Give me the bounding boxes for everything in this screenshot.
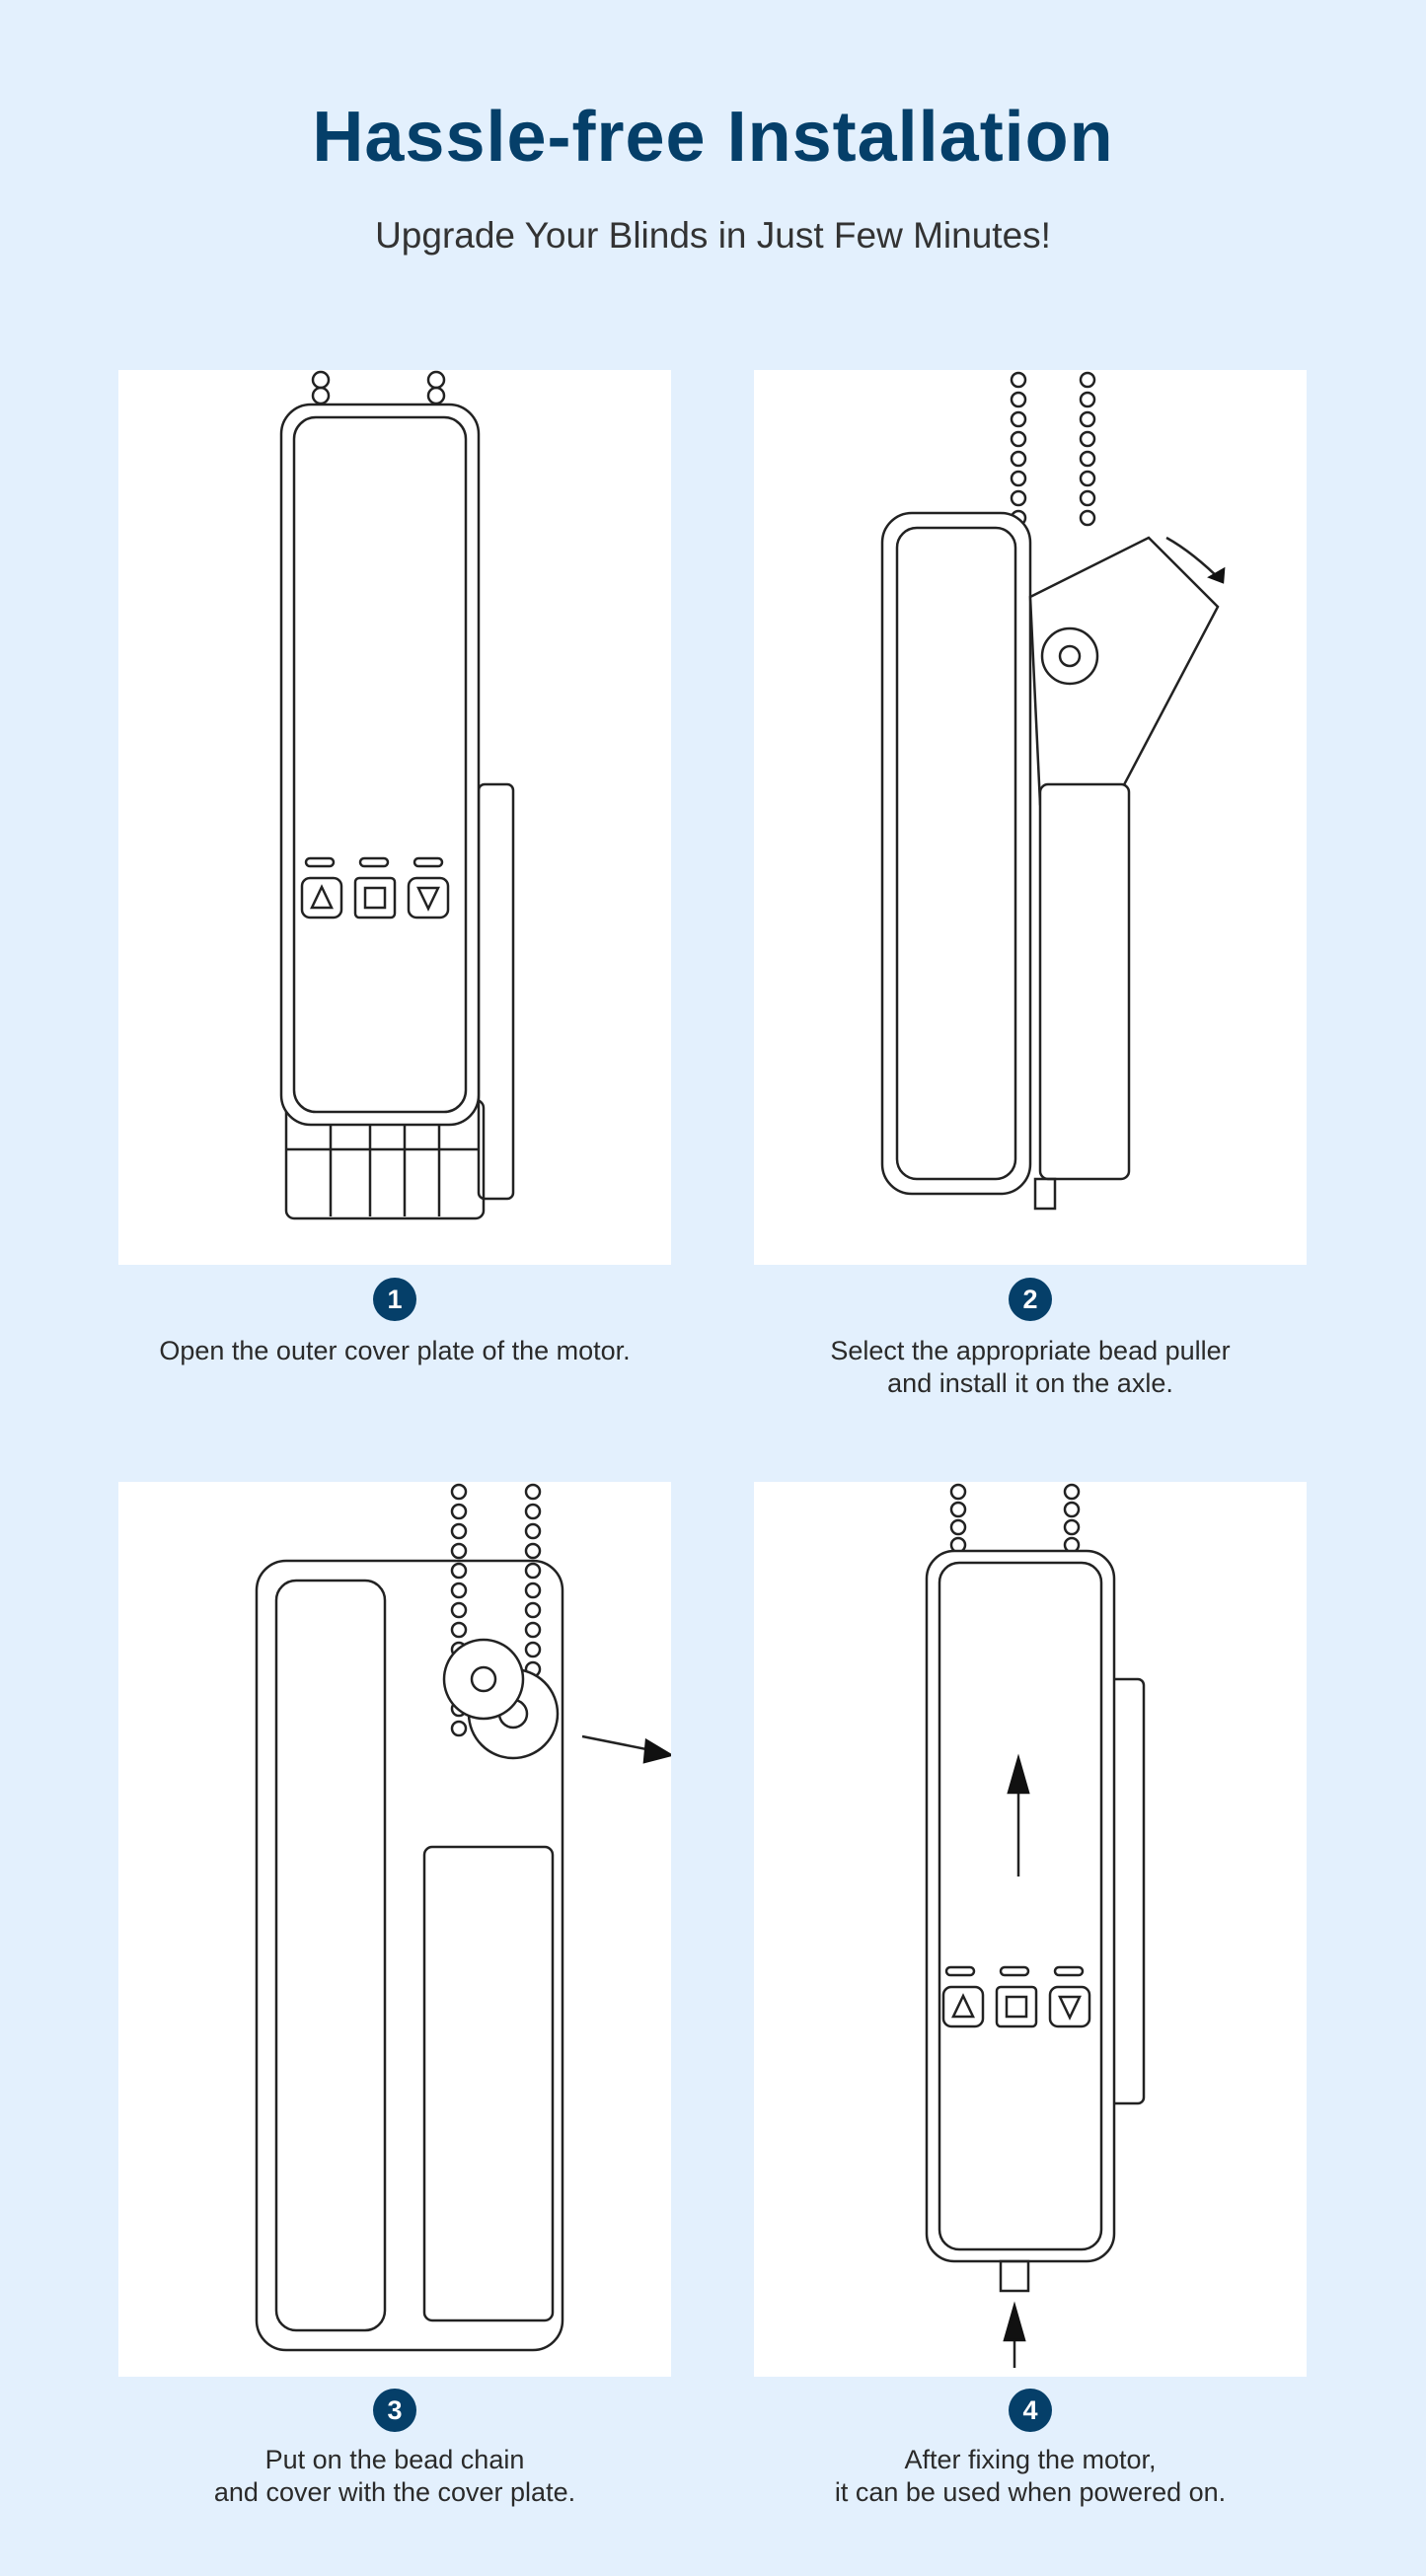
caption-line: Put on the bead chain: [264, 2445, 525, 2474]
step-4-caption: After fixing the motor, it can be used wh…: [724, 2444, 1336, 2509]
caption-line: it can be used when powered on.: [834, 2477, 1227, 2507]
step-3-number-badge: 3: [373, 2389, 416, 2432]
page-subtitle: Upgrade Your Blinds in Just Few Minutes!: [375, 215, 1051, 256]
caption-line: and cover with the cover plate.: [213, 2477, 576, 2507]
caption-line: Select the appropriate bead puller: [830, 1336, 1231, 1365]
step-2-number-badge: 2: [1009, 1278, 1052, 1321]
bead-chain-icon: [949, 1483, 1081, 1554]
step-1-number-badge: 1: [373, 1278, 416, 1321]
bead-chain-icon: [1010, 371, 1096, 527]
caption-line: and install it on the axle.: [887, 1368, 1173, 1398]
page-title: Hassle-free Installation: [312, 98, 1114, 177]
control-buttons-icon: [300, 856, 450, 920]
step-4-illustration: [754, 1482, 1307, 2377]
step-2-caption: Select the appropriate bead puller and in…: [724, 1335, 1336, 1400]
step-1-caption: Open the outer cover plate of the motor.: [89, 1335, 701, 1367]
step-3-caption: Put on the bead chain and cover with the …: [89, 2444, 701, 2509]
caption-line: Open the outer cover plate of the motor.: [159, 1336, 631, 1365]
step-2-illustration: [754, 370, 1307, 1265]
step-3-illustration: [118, 1482, 671, 2377]
step-1-illustration: [118, 370, 671, 1265]
control-buttons-icon: [941, 1965, 1091, 2028]
step-4-number-badge: 4: [1009, 2389, 1052, 2432]
caption-line: After fixing the motor,: [904, 2445, 1157, 2474]
bead-chain-icon: [311, 370, 446, 405]
